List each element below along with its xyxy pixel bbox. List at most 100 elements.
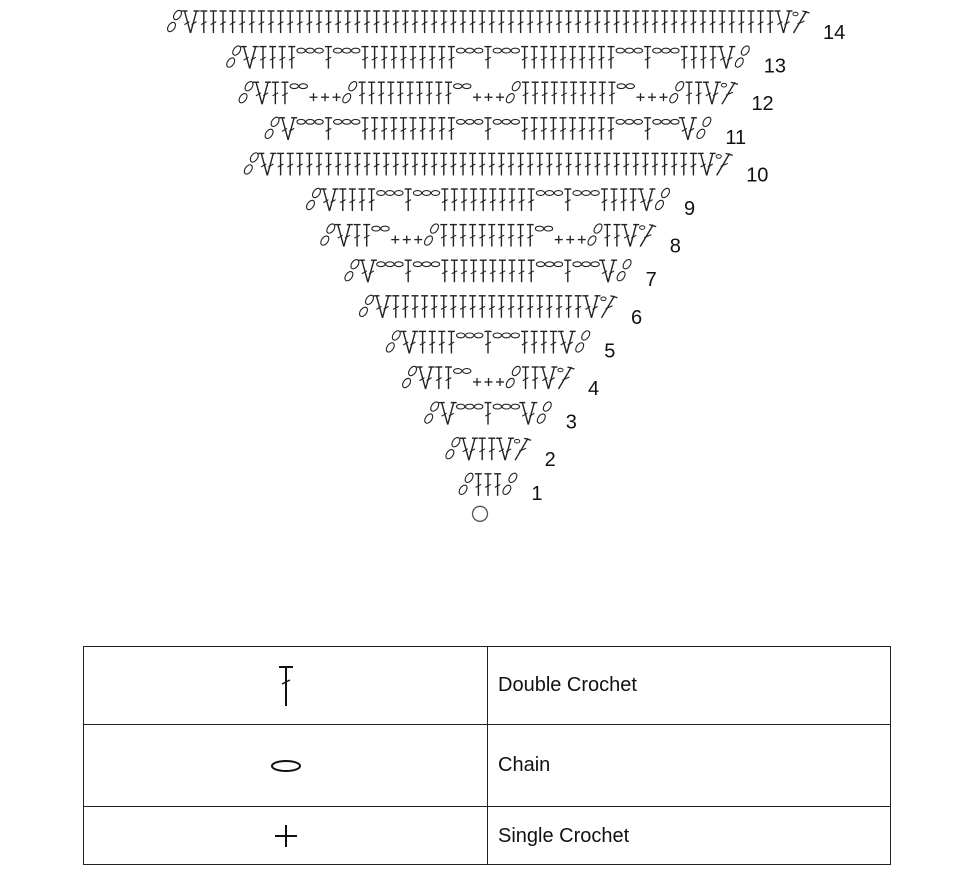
double-crochet-mark: [526, 223, 534, 247]
double-crochet-mark: [229, 10, 237, 33]
double-crochet-mark: [607, 117, 615, 140]
double-crochet-mark: [373, 10, 381, 33]
v-stitch-mark: [496, 437, 515, 461]
v-stitch-mark: [621, 223, 640, 247]
turning-chain-mark: [669, 81, 685, 104]
single-crochet-mark: [554, 235, 563, 244]
double-crochet-mark: [459, 152, 467, 176]
double-crochet-mark: [522, 81, 530, 105]
chain-mark: [421, 190, 432, 196]
turning-chain-mark: [238, 81, 254, 104]
legend-row-double-crochet: Double Crochet: [84, 647, 890, 724]
double-crochet-mark: [488, 223, 496, 247]
double-crochet-mark: [479, 188, 487, 211]
chain-mark: [633, 47, 644, 54]
turning-chain-mark: [734, 45, 750, 68]
v-stitch-mark: [240, 45, 259, 69]
chain-mark: [455, 403, 466, 410]
legend-label-double-crochet: Double Crochet: [498, 674, 637, 696]
double-crochet-mark: [644, 117, 652, 140]
turning-chain-mark: [502, 472, 518, 495]
chain-mark: [615, 118, 626, 125]
double-crochet-mark: [574, 152, 582, 176]
chain-mark: [670, 47, 680, 54]
double-crochet-mark: [498, 188, 506, 211]
double-crochet-mark: [271, 81, 279, 105]
double-crochet-mark: [392, 152, 400, 176]
chain-mark: [670, 118, 680, 125]
v-stitch-mark: [539, 366, 558, 390]
double-crochet-mark: [353, 152, 361, 176]
chain-mark: [412, 261, 423, 268]
double-crochet-mark: [489, 259, 497, 283]
v-stitch-mark: [519, 401, 538, 425]
turning-chain-mark: [264, 116, 280, 139]
double-crochet-mark: [404, 188, 412, 211]
double-crochet-mark: [622, 10, 630, 33]
double-crochet-mark: [361, 117, 369, 140]
double-crochet-mark: [380, 45, 388, 69]
double-crochet-mark: [441, 188, 449, 211]
turning-chain-mark: [402, 365, 418, 389]
turning-stitch-mark: [715, 152, 733, 176]
double-crochet-mark: [564, 188, 572, 211]
row-number-label: 6: [631, 307, 642, 329]
v-stitch-mark: [678, 117, 697, 140]
chain-mark: [341, 118, 352, 125]
double-crochet-mark: [680, 45, 688, 69]
double-crochet-mark: [450, 259, 458, 283]
double-crochet-mark: [526, 152, 534, 176]
double-crochet-mark: [540, 117, 548, 140]
double-crochet-mark: [641, 152, 649, 176]
chain-mark: [652, 47, 662, 54]
double-crochet-mark: [578, 117, 586, 140]
chain-mark: [590, 261, 600, 268]
double-crochet-mark: [517, 295, 525, 318]
double-crochet-mark: [536, 295, 544, 318]
v-stitch-mark: [334, 223, 353, 247]
chain-mark: [625, 83, 635, 90]
single-crochet-mark: [484, 378, 493, 386]
chain-mark: [501, 403, 512, 410]
legend-row-single-crochet: Single Crochet: [84, 806, 890, 865]
chain-mark: [385, 190, 395, 196]
double-crochet-mark: [440, 223, 448, 247]
double-crochet-mark: [632, 10, 640, 33]
chain-icon: [84, 725, 488, 806]
double-crochet-mark: [521, 117, 529, 140]
double-crochet-mark: [629, 188, 637, 211]
double-crochet-mark: [382, 10, 390, 33]
double-crochet-mark: [421, 295, 429, 318]
double-crochet-mark: [549, 45, 557, 69]
double-crochet-mark: [549, 117, 557, 140]
double-crochet-mark: [603, 152, 611, 176]
chain-mark: [394, 261, 404, 268]
double-crochet-mark: [305, 152, 313, 176]
double-crochet-mark: [603, 10, 611, 33]
v-stitch-mark: [702, 81, 721, 105]
turning-chain-mark: [385, 330, 401, 353]
single-crochet-mark: [414, 235, 423, 244]
double-crochet-mark: [593, 10, 601, 33]
double-crochet-mark: [269, 45, 277, 69]
double-crochet-mark: [620, 188, 628, 211]
double-crochet-mark: [737, 10, 745, 33]
double-crochet-mark: [450, 188, 458, 211]
chain-mark: [452, 368, 463, 374]
double-crochet-mark: [507, 152, 515, 176]
legend-row-chain: Chain: [84, 724, 890, 806]
double-crochet-mark: [401, 295, 409, 318]
double-crochet-mark: [632, 152, 640, 176]
row-number-label: 2: [545, 449, 556, 471]
chain-mark: [590, 190, 600, 196]
double-crochet-mark: [363, 223, 371, 247]
double-crochet-mark: [565, 10, 573, 33]
turning-chain-mark: [243, 152, 259, 175]
double-crochet-mark: [527, 259, 535, 283]
double-crochet-mark: [488, 437, 496, 461]
double-crochet-mark: [670, 10, 678, 33]
double-crochet-mark: [517, 223, 525, 247]
v-stitch-mark: [358, 259, 377, 283]
double-crochet-mark: [325, 10, 333, 33]
single-crochet-icon: [84, 807, 488, 865]
